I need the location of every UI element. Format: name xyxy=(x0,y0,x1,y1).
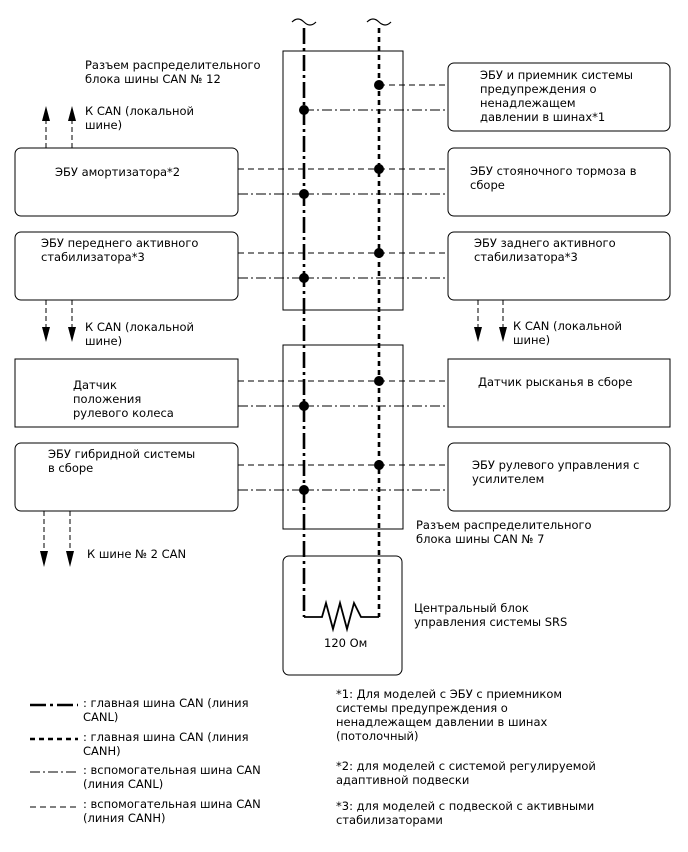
legend-prefix: : xyxy=(83,763,91,777)
junction-dot xyxy=(374,460,384,470)
resistor-value: 120 Ом xyxy=(324,636,368,650)
junction-dot xyxy=(299,485,309,495)
absorber-ecu-box xyxy=(14,147,239,217)
arrow-head-down-icon xyxy=(499,327,507,342)
hybrid-ecu-label: ЭБУ гибридной системы в сборе xyxy=(48,447,196,475)
arrow-head-up-icon xyxy=(68,106,76,121)
legend-sub-canl: : вспомогательная шина CAN (линия CANL) xyxy=(83,763,261,791)
local-can-label-mid-left: К CAN (локальной шине) xyxy=(85,320,194,348)
steering-sensor-box xyxy=(14,358,239,428)
junction-dot xyxy=(374,80,384,90)
footnote-2: *2: для моделей с системой регулируемой … xyxy=(336,759,596,787)
srs-unit-box xyxy=(282,555,403,676)
yaw-sensor-label: Датчик рысканья в сборе xyxy=(478,375,633,389)
yaw-sensor-box xyxy=(447,358,671,428)
junction-dot xyxy=(299,189,309,199)
legend-prefix: : xyxy=(83,730,91,744)
legend-sub-canh: : вспомогательная шина CAN (линия CANH) xyxy=(83,797,261,825)
tpms-ecu-box xyxy=(447,62,671,132)
junction-dot xyxy=(374,164,384,174)
front-stabilizer-ecu-label: ЭБУ переднего активного стабилизатора*3 xyxy=(41,236,199,264)
junction-dot xyxy=(299,105,309,115)
rear-stabilizer-ecu-label: ЭБУ заднего активного стабилизатора*3 xyxy=(474,236,616,264)
legend-text: вспомогательная шина CAN (линия CANL) xyxy=(83,763,261,791)
parking-brake-ecu-box xyxy=(447,147,671,217)
legend-prefix: : xyxy=(83,797,91,811)
junction-connector-7 xyxy=(282,344,404,530)
absorber-ecu-label: ЭБУ амортизатора*2 xyxy=(55,165,181,179)
junction-dot xyxy=(299,273,309,283)
footnote-3: *3: для моделей с подвеской с активными … xyxy=(336,799,595,827)
parking-brake-ecu-label: ЭБУ стояночного тормоза в сборе xyxy=(470,164,637,192)
junction-dot xyxy=(374,376,384,386)
hybrid-ecu-box xyxy=(14,442,239,512)
arrow-head-up-icon xyxy=(42,106,50,121)
power-steering-ecu-box xyxy=(447,442,671,512)
legend-text: главная шина CAN (линия CANL) xyxy=(83,696,249,724)
local-can-label-top: К CAN (локальной шине) xyxy=(85,104,194,132)
cable-break-mark-right xyxy=(366,18,392,26)
srs-unit-label: Центральный блок управления системы SRS xyxy=(414,601,568,629)
junction-connector-12-label: Разъем распределительного блока шины CAN… xyxy=(85,58,261,86)
junction-dot xyxy=(299,401,309,411)
arrow-head-down-icon xyxy=(474,327,482,342)
arrow-head-down-icon xyxy=(66,551,74,567)
power-steering-ecu-label: ЭБУ рулевого управления с усилителем xyxy=(472,458,640,486)
legend-text: вспомогательная шина CAN (линия CANH) xyxy=(83,797,261,825)
arrow-head-down-icon xyxy=(42,327,50,342)
arrow-head-down-icon xyxy=(40,551,48,567)
steering-sensor-label: Датчик положения рулевого колеса xyxy=(73,378,174,420)
arrow-head-down-icon xyxy=(68,327,76,342)
junction-dot xyxy=(374,248,384,258)
resistor-120-ohm xyxy=(304,599,379,633)
footnote-1: *1: Для моделей с ЭБУ с приемником систе… xyxy=(336,687,563,743)
tpms-ecu-label: ЭБУ и приемник системы предупреждения о … xyxy=(480,68,633,124)
bus-2-can-label: К шине № 2 CAN xyxy=(87,547,187,561)
local-can-label-mid-right: К CAN (локальной шине) xyxy=(513,319,622,347)
rear-stabilizer-ecu-box xyxy=(447,231,671,301)
legend-prefix: : xyxy=(83,696,91,710)
junction-connector-7-label: Разъем распределительного блока шины CAN… xyxy=(416,518,592,546)
front-stabilizer-ecu-box xyxy=(14,231,239,301)
cable-break-mark-left xyxy=(291,18,317,26)
legend-main-canh: : главная шина CAN (линия CANH) xyxy=(83,730,248,758)
legend-text: главная шина CAN (линия CANH) xyxy=(83,730,249,758)
junction-connector-12 xyxy=(282,50,404,311)
legend-main-canl: : главная шина CAN (линия CANL) xyxy=(83,696,248,724)
